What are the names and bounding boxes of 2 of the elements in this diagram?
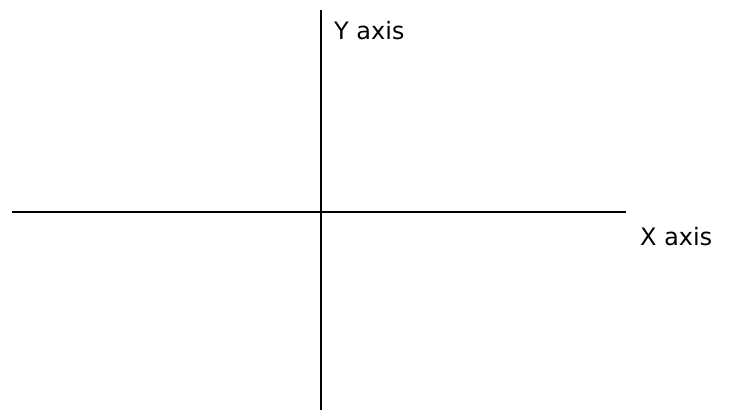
axis-label: X axis [640,225,712,249]
axis-label: Y axis [334,19,404,43]
